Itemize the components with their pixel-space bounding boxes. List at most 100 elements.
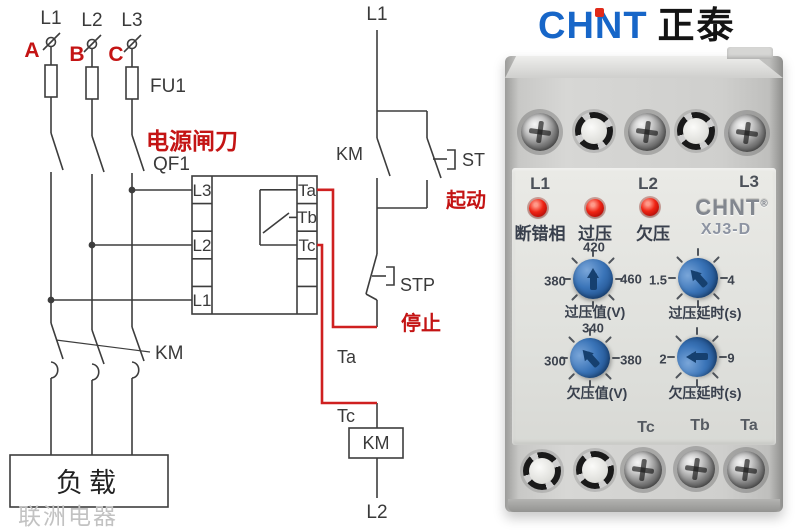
chint-logo-red-dot-icon xyxy=(595,8,604,17)
led-phase-failure xyxy=(529,199,547,217)
dial3-scale-left: 300 xyxy=(544,353,566,369)
dial1-scale-left: 380 xyxy=(544,273,566,289)
terminal-screw-l3 xyxy=(728,114,766,152)
terminal-screw-l2 xyxy=(628,113,666,151)
phase-a-line xyxy=(42,32,64,455)
terminal-hole-bottom-1 xyxy=(523,452,561,490)
wiring-schematic: L1 L2 L3 A B C FU1 电源闸刀 QF1 L3 L2 L1 Ta … xyxy=(9,4,486,529)
undervoltage-delay-knob xyxy=(677,337,717,377)
device-brand-reg: ® xyxy=(760,198,769,210)
start-button-label: ST xyxy=(462,150,485,170)
device-terminal-label-tc: Tc xyxy=(637,419,655,436)
led-overvoltage xyxy=(586,199,604,217)
device-terminal-label-l3: L3 xyxy=(739,172,759,191)
dial-ticks xyxy=(563,249,623,309)
breaker-label-cn: 电源闸刀 xyxy=(146,128,238,154)
terminal-screw-ta xyxy=(727,451,765,489)
stop-button-symbol xyxy=(386,266,395,286)
device-terminal-label-l1: L1 xyxy=(530,174,550,193)
phase-c-line xyxy=(123,34,145,455)
dial4-scale-right: 9 xyxy=(727,350,735,366)
chint-logo: CHNT 正泰 xyxy=(538,5,736,47)
overvoltage-value-dial xyxy=(563,249,623,309)
terminal-hole-top-2 xyxy=(677,112,715,150)
phase-label-l1: L1 xyxy=(40,8,61,29)
dial-ticks xyxy=(668,248,728,308)
phase-letter-a: A xyxy=(24,39,39,62)
wire-label-tc: Tc xyxy=(337,406,355,426)
dial1-caption: 过压值(V) xyxy=(564,304,626,320)
fuse-symbol-a xyxy=(44,64,58,98)
start-label-cn: 起动 xyxy=(445,189,486,212)
phase-label-l3: L3 xyxy=(121,10,142,31)
dial3-caption: 欠压值(V) xyxy=(566,385,628,401)
contactor-link-line xyxy=(55,339,151,353)
phase-letter-b: B xyxy=(69,43,84,66)
dial2-scale-left: 1.5 xyxy=(648,272,668,288)
contactor-label: KM xyxy=(155,343,184,364)
xj3d-relay-device: L1 L2 L3 断错相 过压 欠压 CHNT® XJ3-D 380 420 4… xyxy=(505,47,783,512)
watermark: 联洲电器 xyxy=(18,503,118,529)
wire-label-ta: Ta xyxy=(337,347,357,367)
contactor-coil-box xyxy=(348,427,404,459)
overvoltage-value-knob xyxy=(573,259,613,299)
device-bottom-edge xyxy=(508,499,780,512)
phase-letter-c: C xyxy=(108,43,123,66)
relay-terminal-tc: Tc xyxy=(299,236,317,255)
control-km-label: KM xyxy=(336,144,363,164)
dial-ticks xyxy=(667,327,727,387)
relay-terminal-l1: L1 xyxy=(193,291,212,310)
breaker-label: QF1 xyxy=(153,154,190,175)
control-phase-bottom: L2 xyxy=(366,502,387,523)
relay-terminal-tb: Tb xyxy=(297,208,317,227)
phase-label-l2: L2 xyxy=(81,10,102,31)
coil-label: KM xyxy=(363,433,390,453)
led-caption-overvoltage: 过压 xyxy=(578,224,612,244)
overvoltage-delay-dial xyxy=(668,248,728,308)
terminal-screw-tb xyxy=(677,450,715,488)
device-terminal-label-ta: Ta xyxy=(740,417,758,434)
undervoltage-value-dial xyxy=(560,328,620,388)
dial-ticks xyxy=(560,328,620,388)
device-mounting-tab xyxy=(727,47,773,59)
relay-terminal-l3: L3 xyxy=(193,181,212,200)
device-brand-text: CHNT® xyxy=(695,195,768,221)
chint-logo-brand: CHNT xyxy=(538,5,648,47)
stop-button-label: STP xyxy=(400,275,435,295)
led-caption-phase-failure: 断错相 xyxy=(514,224,566,244)
device-terminal-label-l2: L2 xyxy=(638,174,658,193)
dial4-caption: 欠压延时(s) xyxy=(668,385,742,401)
start-button-symbol xyxy=(447,149,456,170)
dial3-scale-right: 380 xyxy=(620,352,642,368)
load-box xyxy=(9,454,169,508)
device-terminal-label-tb: Tb xyxy=(690,417,710,434)
fuse-symbol-c xyxy=(125,66,139,100)
terminal-hole-top-1 xyxy=(575,112,613,150)
fuse-label: FU1 xyxy=(150,76,186,97)
stop-label-cn: 停止 xyxy=(401,311,441,335)
led-undervoltage xyxy=(641,198,659,216)
phase-b-line xyxy=(83,34,105,455)
dial2-caption: 过压延时(s) xyxy=(668,305,742,321)
relay-terminal-ta: Ta xyxy=(298,181,317,200)
terminal-hole-bottom-2 xyxy=(576,451,614,489)
terminal-screw-l1 xyxy=(521,113,559,151)
dial2-scale-right: 4 xyxy=(727,272,735,288)
relay-output-wires xyxy=(317,188,377,405)
relay-tap-lines xyxy=(47,186,192,304)
undervoltage-delay-dial xyxy=(667,327,727,387)
chint-logo-text: CHNT xyxy=(538,6,648,46)
load-label: 负载 xyxy=(56,468,122,498)
led-caption-undervoltage: 欠压 xyxy=(636,224,670,244)
terminal-screw-tc xyxy=(624,451,662,489)
chint-logo-chinese: 正泰 xyxy=(657,5,736,46)
device-model-text: XJ3-D xyxy=(700,221,752,238)
dial4-scale-left: 2 xyxy=(659,351,667,367)
relay-terminal-l2: L2 xyxy=(193,236,212,255)
dial1-scale-right: 460 xyxy=(620,271,642,287)
control-phase-top: L1 xyxy=(366,4,387,25)
device-top-face xyxy=(505,56,783,78)
device-brand: CHNT xyxy=(695,195,761,220)
fuse-symbol-b xyxy=(85,66,99,100)
